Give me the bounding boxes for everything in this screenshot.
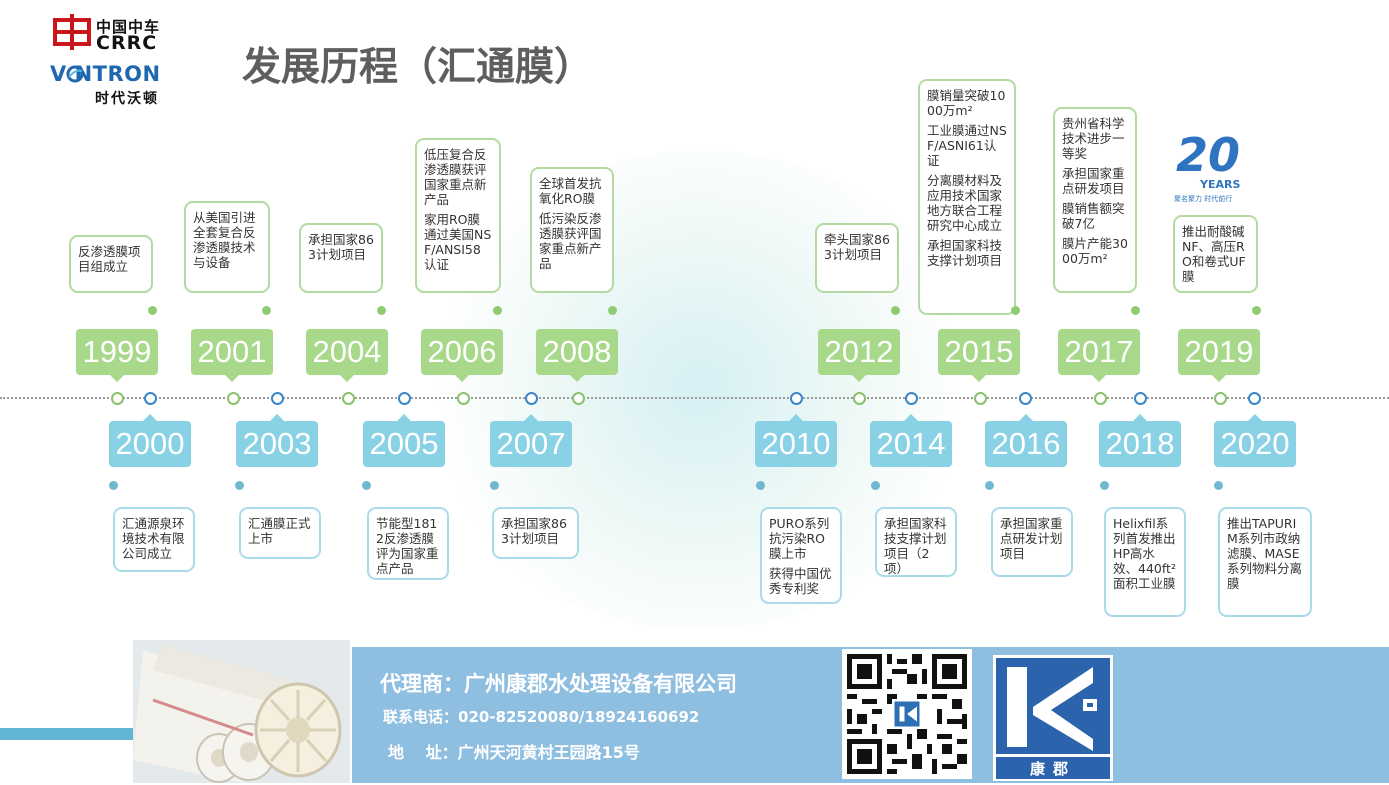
kangjun-logo: 康郡 (993, 655, 1113, 781)
connector-dot (891, 306, 900, 315)
connector-dot (493, 306, 502, 315)
page-title: 发展历程（汇通膜） (242, 45, 594, 90)
year-badge-2015: 2015 (938, 329, 1020, 382)
timeline-node-2010 (790, 392, 803, 405)
contact-address: 地 址：广州天河黄村王园路15号 (388, 743, 640, 762)
membrane-product-photo (133, 640, 350, 783)
year-badge-1999: 1999 (76, 329, 158, 382)
timeline-node-2001 (227, 392, 240, 405)
year-badge-2020: 2020 (1214, 414, 1296, 467)
timeline-node-2004 (342, 392, 355, 405)
year-badge-2005: 2005 (363, 414, 445, 467)
connector-dot (985, 481, 994, 490)
timeline-node-2016 (1019, 392, 1032, 405)
milestone-card-2005: 节能型1812反渗透膜评为国家重点产品 (367, 507, 449, 580)
connector-dot (756, 481, 765, 490)
year-badge-2014: 2014 (870, 414, 952, 467)
year-badge-2019: 2019 (1178, 329, 1260, 382)
crrc-mark-icon (53, 14, 91, 50)
milestone-card-2014: 承担国家科技支撑计划项目（2项） (875, 507, 957, 577)
timeline-axis (0, 397, 1389, 399)
timeline-node-2008 (572, 392, 585, 405)
year-badge-2012: 2012 (818, 329, 900, 382)
timeline-node-2012 (853, 392, 866, 405)
milestone-card-2006: 低压复合反渗透膜获评国家重点新产品家用RO膜通过美国NSF/ANSI58认证 (415, 138, 501, 293)
milestone-card-2004: 承担国家863计划项目 (299, 223, 383, 293)
years20-label: YEARS (1200, 178, 1241, 191)
years20-number: 20 (1176, 128, 1241, 182)
connector-dot (1100, 481, 1109, 490)
milestone-card-1999: 反渗透膜项目组成立 (69, 235, 153, 293)
milestone-card-2010: PURO系列抗污染RO膜上市获得中国优秀专利奖 (760, 507, 842, 604)
timeline-node-2014 (905, 392, 918, 405)
milestone-card-2003: 汇通膜正式上市 (239, 507, 321, 559)
connector-dot (1131, 306, 1140, 315)
crrc-english-name: CRRC (96, 32, 158, 54)
milestone-card-2007: 承担国家863计划项目 (492, 507, 579, 559)
milestone-card-2018: Helixfil系列首发推出HP高水效、440ft²面积工业膜 (1104, 507, 1186, 617)
connector-dot (362, 481, 371, 490)
timeline-node-2019 (1214, 392, 1227, 405)
milestone-card-2019: 推出耐酸碱NF、高压RO和卷式UF膜 (1173, 215, 1258, 293)
timeline-node-2007 (525, 392, 538, 405)
vontron-logo: V NTRON 时代沃顿 (50, 62, 190, 107)
timeline-node-2018 (1134, 392, 1147, 405)
qr-code (842, 649, 972, 779)
contact-phone: 联系电话：020-82520080/18924160692 (383, 708, 700, 726)
year-badge-2018: 2018 (1099, 414, 1181, 467)
year-badge-2016: 2016 (985, 414, 1067, 467)
milestone-card-2016: 承担国家重点研发计划项目 (991, 507, 1073, 577)
connector-dot (148, 306, 157, 315)
vontron-chinese-name: 时代沃顿 (95, 91, 159, 107)
year-badge-2000: 2000 (109, 414, 191, 467)
twenty-years-logo: 20 YEARS 聚名聚力 时代前行 (1174, 132, 1244, 212)
kangjun-logo-icon (993, 655, 1113, 781)
timeline-node-2020 (1248, 392, 1261, 405)
year-badge-2010: 2010 (755, 414, 837, 467)
milestone-card-2008: 全球首发抗氧化RO膜低污染反渗透膜获评国家重点新产品 (530, 167, 614, 293)
connector-dot (871, 481, 880, 490)
timeline-node-2003 (271, 392, 284, 405)
timeline-node-1999 (111, 392, 124, 405)
milestone-card-2001: 从美国引进全套复合反渗透膜技术与设备 (184, 201, 270, 293)
year-badge-2008: 2008 (536, 329, 618, 382)
milestone-card-2012: 牵头国家863计划项目 (815, 223, 899, 293)
year-badge-2007: 2007 (490, 414, 572, 467)
crrc-chinese-name: 中国中车 (96, 18, 161, 36)
year-badge-2004: 2004 (306, 329, 388, 382)
vontron-o-swirl-icon (66, 65, 84, 83)
crrc-logo: 中国中车 CRRC (52, 10, 182, 54)
connector-dot (377, 306, 386, 315)
connector-dot (235, 481, 244, 490)
timeline-node-2005 (398, 392, 411, 405)
year-badge-2003: 2003 (236, 414, 318, 467)
timeline-node-2017 (1094, 392, 1107, 405)
connector-dot (1011, 306, 1020, 315)
membrane-elements-image (133, 640, 350, 783)
agent-name: 代理商：广州康郡水处理设备有限公司 (380, 672, 737, 696)
year-badge-2017: 2017 (1058, 329, 1140, 382)
kangjun-logo-text: 康郡 (1029, 760, 1076, 778)
milestone-card-2000: 汇通源泉环境技术有限公司成立 (113, 507, 195, 572)
connector-dot (262, 306, 271, 315)
connector-dot (608, 306, 617, 315)
milestone-card-2017: 贵州省科学技术进步一等奖承担国家重点研发项目膜销售额突破7亿膜片产能3000万m… (1053, 107, 1137, 293)
connector-dot (1252, 306, 1261, 315)
timeline-node-2015 (974, 392, 987, 405)
timeline-node-2000 (144, 392, 157, 405)
connector-dot (1214, 481, 1223, 490)
year-badge-2001: 2001 (191, 329, 273, 382)
connector-dot (490, 481, 499, 490)
year-badge-2006: 2006 (421, 329, 503, 382)
footer-accent-stripe (0, 728, 140, 740)
qr-code-icon (842, 649, 972, 779)
years20-tagline: 聚名聚力 时代前行 (1174, 195, 1233, 203)
timeline-node-2006 (457, 392, 470, 405)
connector-dot (109, 481, 118, 490)
milestone-card-2020: 推出TAPURIM系列市政纳滤膜、MASE系列物料分离膜 (1218, 507, 1312, 617)
